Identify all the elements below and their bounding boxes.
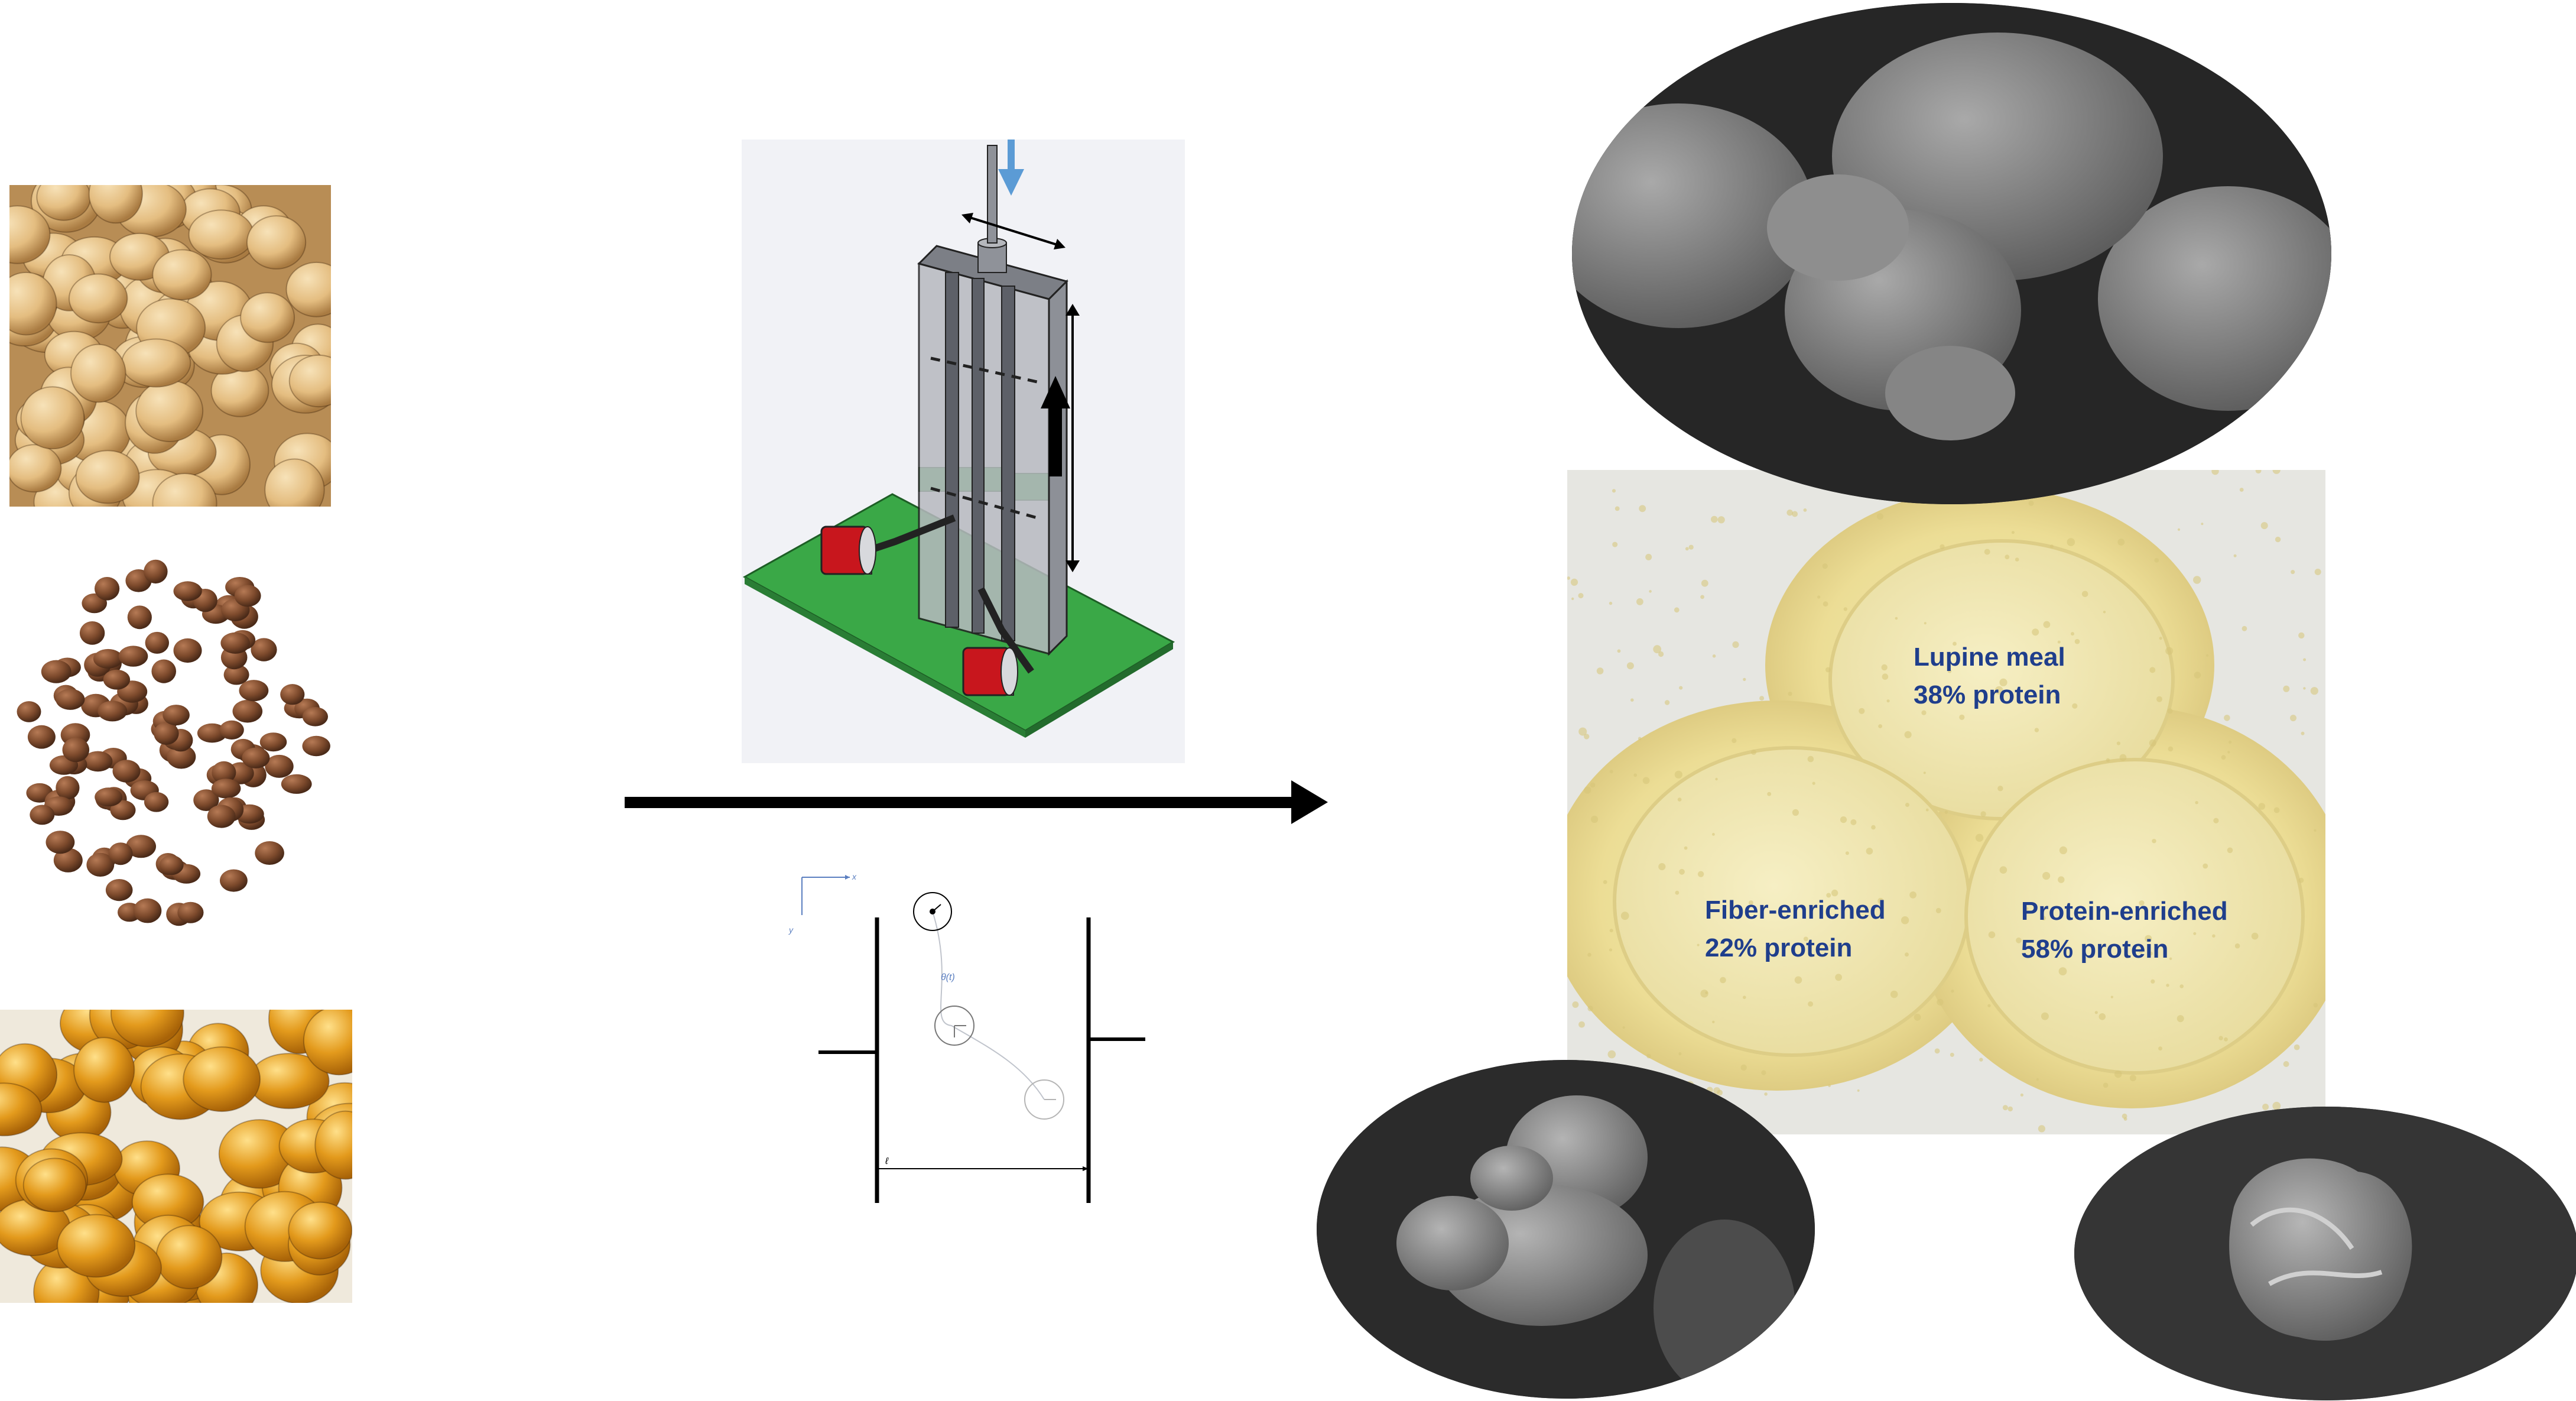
fiber-enriched-label: Fiber-enriched 22% protein	[1705, 896, 1886, 962]
soaked-lupine-seeds-photo	[0, 1010, 352, 1303]
sem-micrograph-protein-enriched	[2074, 1107, 2576, 1400]
process-arrow	[625, 780, 1334, 825]
axis-y-label: y	[788, 925, 794, 935]
lupine-powder-fractions-photo	[1567, 470, 2325, 1134]
theta-label: θ(t)	[941, 972, 955, 982]
width-label: ℓ	[885, 1156, 889, 1166]
motor-right	[962, 647, 1018, 696]
separator-device-render	[742, 140, 1185, 763]
yellow-lupine-seeds-photo	[9, 185, 331, 507]
particle-trajectory-schematic: x y θ(t) ℓ	[786, 869, 1152, 1212]
protein-enriched-label: Protein-enriched 58% protein	[2021, 897, 2228, 964]
motor-left	[820, 526, 876, 575]
sem-micrograph-fiber-enriched	[1317, 1060, 1815, 1399]
axis-x-label: x	[852, 872, 857, 881]
coordinate-axes: x y	[788, 872, 857, 935]
lupine-meal-label: Lupine meal 38% protein	[1914, 643, 2065, 709]
sem-micrograph-lupine-meal	[1572, 3, 2331, 504]
brown-lupine-seeds-photo	[9, 547, 331, 938]
